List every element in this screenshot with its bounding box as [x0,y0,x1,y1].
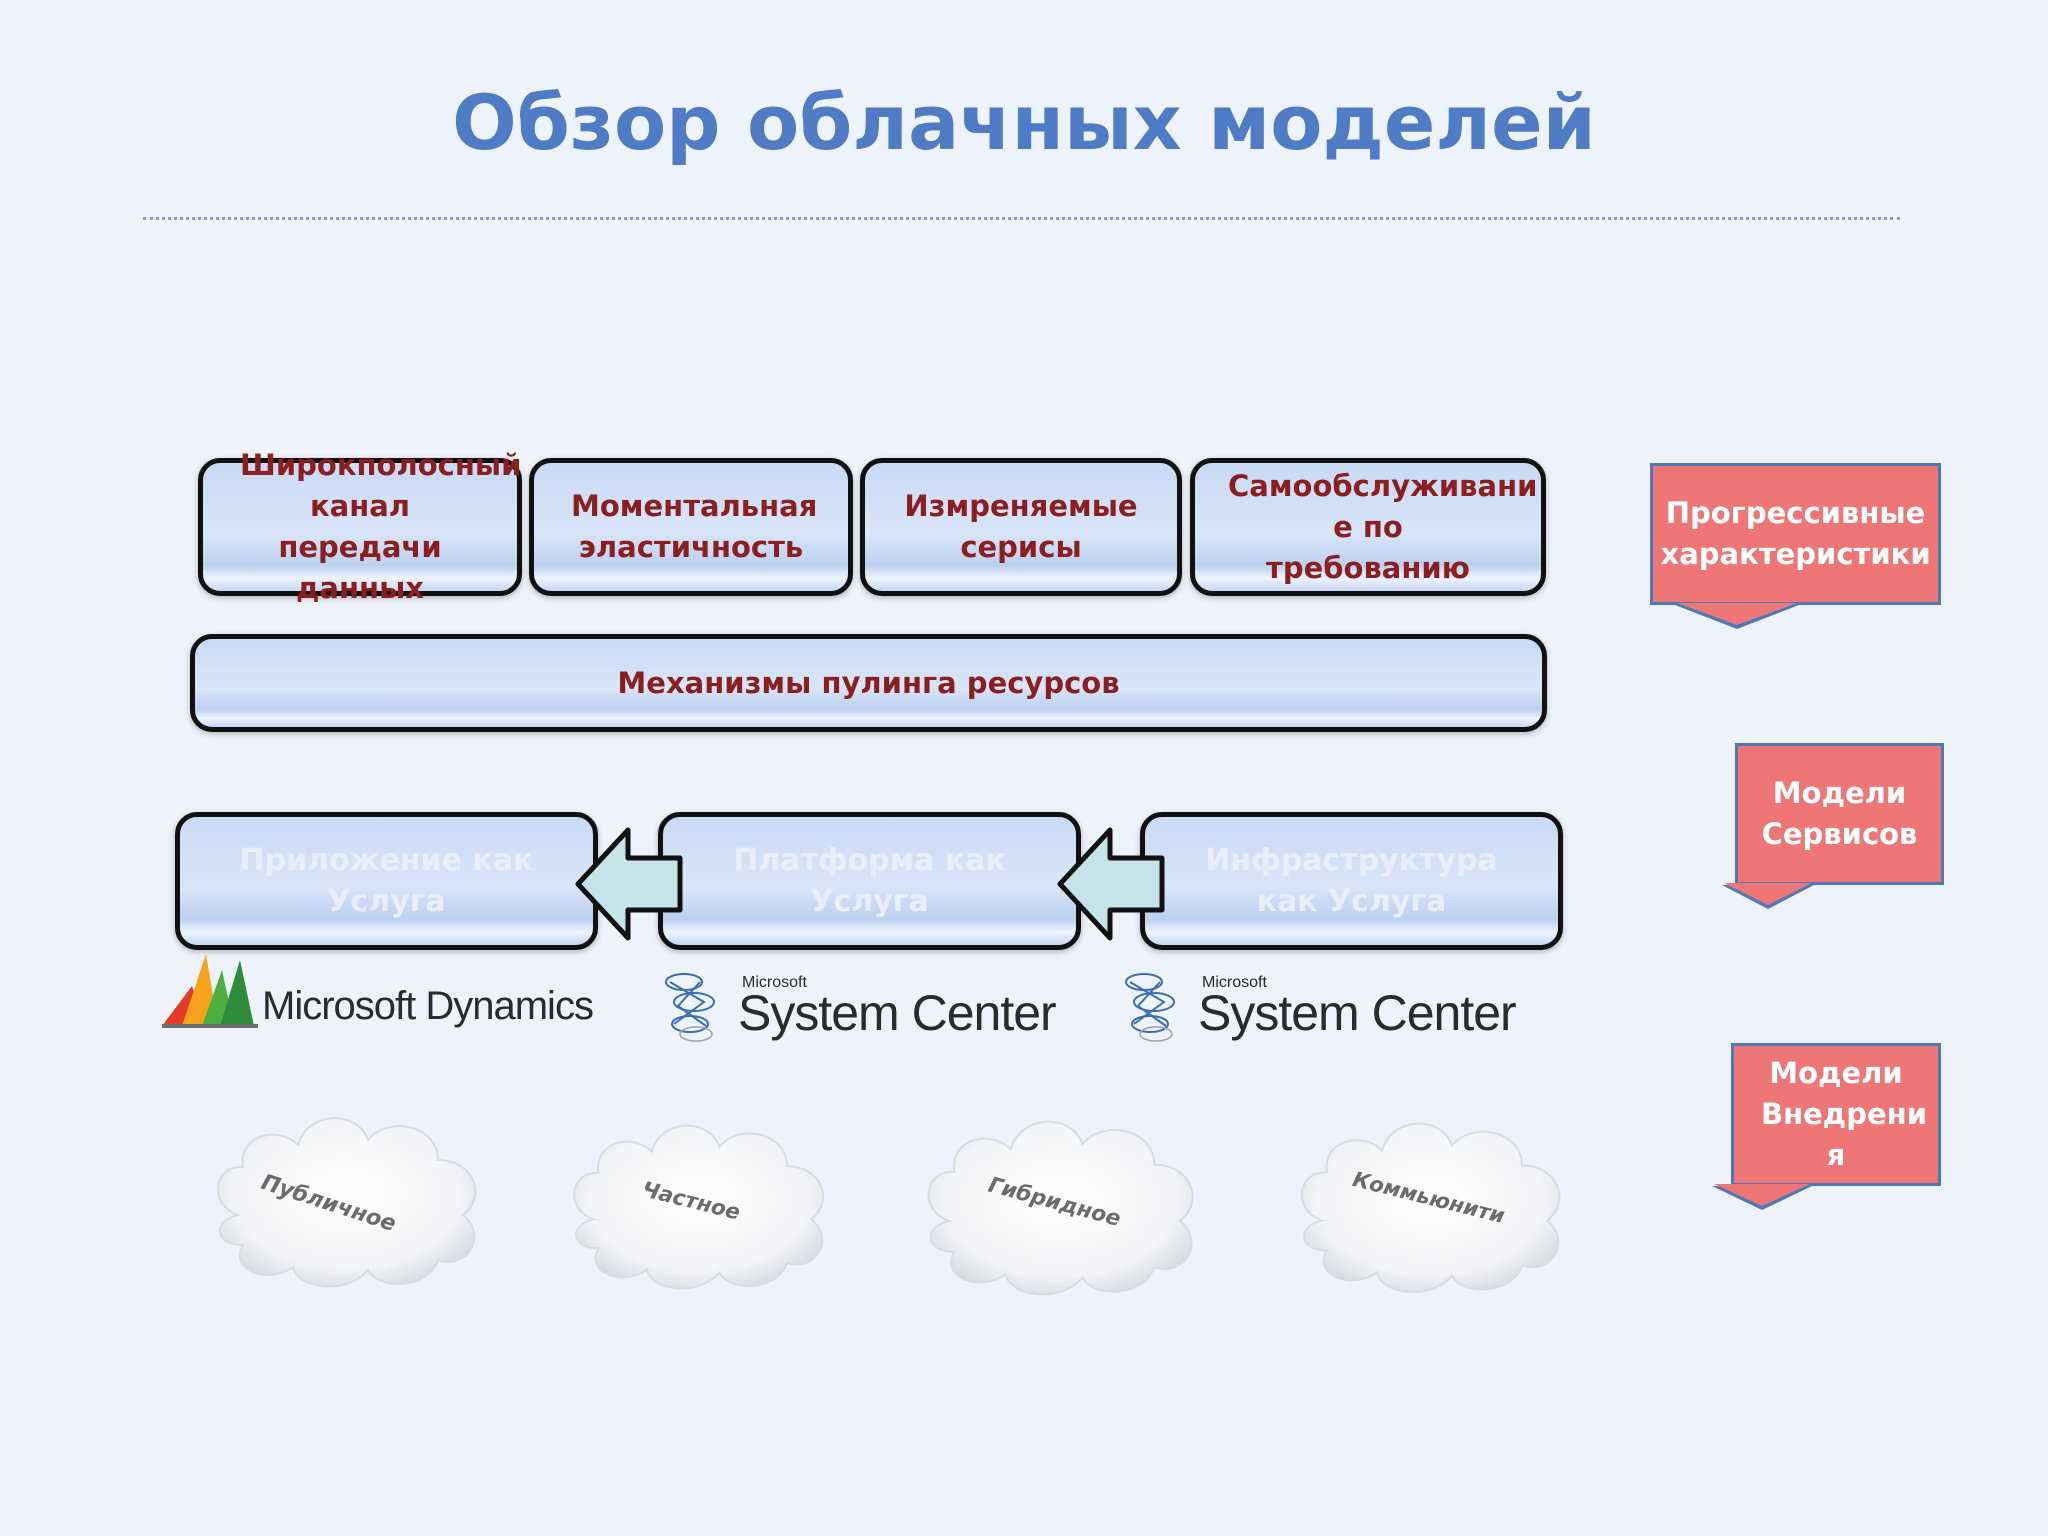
left-arrow-icon [575,827,683,941]
characteristic-label: Широкполосный канал передачи данных [240,448,522,605]
callout-label: Прогрессивные характеристики [1660,496,1931,571]
callout-progressive-characteristics: Прогрессивные характеристики [1650,463,1941,629]
system-center-logo: Microsoft System Center [1120,962,1520,1050]
callout-label: Модели Сервисов [1761,776,1918,851]
microsoft-dynamics-logo: Microsoft Dynamics [162,940,612,1030]
service-box-paas: Платформа как Услуга [658,812,1081,950]
callout-deployment-models: Модели Внедрени я [1712,1043,1941,1210]
system-center-main-text: System Center [1198,985,1517,1041]
system-center-small-text: Microsoft [1202,974,1267,991]
service-box-iaas: Инфраструктура как Услуга [1140,812,1563,950]
callout-label: Модели Внедрени я [1761,1056,1928,1172]
cloud-public: Публичное [216,1117,477,1288]
dynamics-mark-icon [162,954,258,1028]
service-label: Приложение как Услуга [239,843,534,919]
pooling-label: Механизмы пулинга ресурсов [617,665,1120,700]
cloud-hybrid: Гибридное [927,1120,1194,1296]
service-label: Платформа как Услуга [733,843,1006,919]
characteristic-box-broadband: Широкполосный канал передачи данных [198,448,522,605]
resource-pooling-bar: Механизмы пулинга ресурсов [190,634,1547,732]
cloud-private: Частное [573,1124,825,1290]
dynamics-logo-text: Microsoft Dynamics [262,984,594,1028]
characteristic-box-measured: Измреняемые серисы [860,458,1182,596]
service-label: Инфраструктура как Услуга [1205,843,1498,919]
characteristic-box-elasticity: Моментальная эластичность [529,458,853,596]
system-center-mark-icon [1125,973,1175,1042]
system-center-small-text: Microsoft [742,974,807,991]
system-center-main-text: System Center [738,985,1057,1041]
system-center-logo: Microsoft System Center [660,962,1060,1050]
left-arrow-icon [1057,827,1165,941]
service-box-saas: Приложение как Услуга [175,812,598,950]
page-title: Обзор облачных моделей [452,78,1596,167]
characteristic-label: Моментальная эластичность [571,489,818,564]
cloud-community: Коммьюнити [1300,1122,1561,1294]
system-center-mark-icon [665,973,715,1042]
characteristic-box-self-service: Самообслуживани е по требованию [1190,458,1546,596]
characteristic-label: Измреняемые серисы [904,489,1138,564]
title-divider [143,217,1900,220]
characteristic-label: Самообслуживани е по требованию [1228,468,1538,585]
callout-service-models: Модели Сервисов [1722,743,1944,909]
